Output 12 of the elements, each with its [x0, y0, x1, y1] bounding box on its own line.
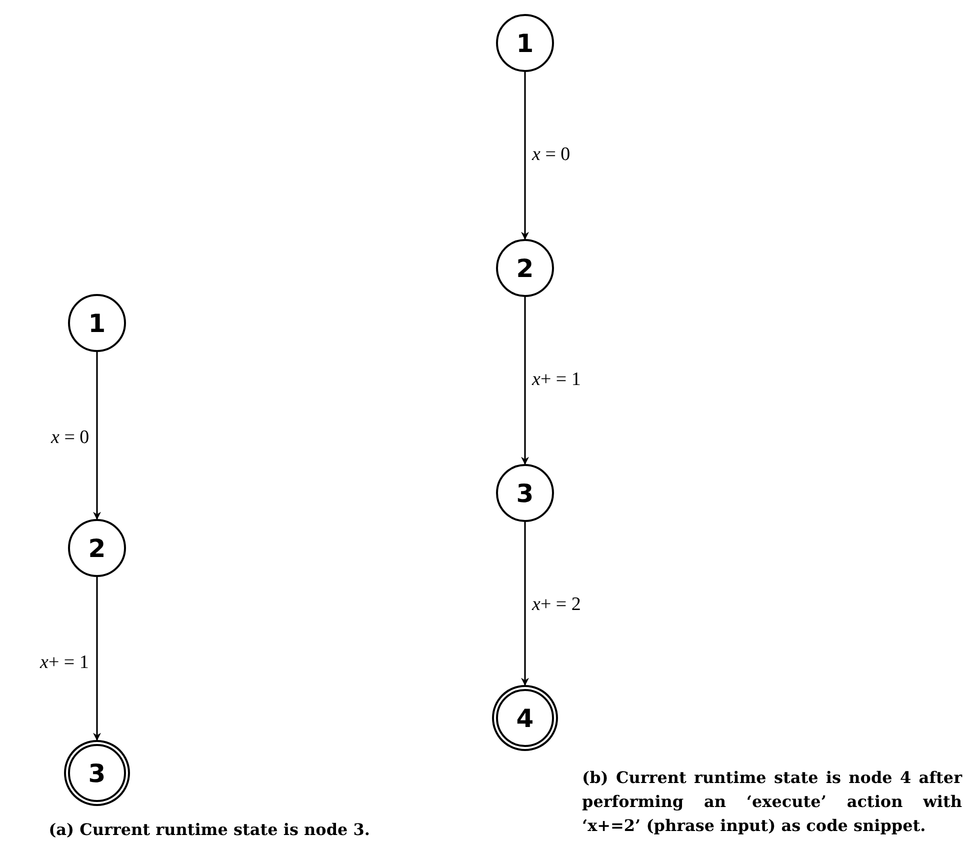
arrow	[93, 352, 101, 520]
state-circle: 2	[68, 519, 126, 577]
state-circle: 1	[496, 14, 554, 72]
state-circle: 3	[496, 464, 554, 522]
state-circle: 2	[496, 239, 554, 297]
state-circle: 1	[68, 294, 126, 352]
figure-caption: (a) Current runtime state is node 3.	[48, 819, 370, 841]
arrow	[521, 522, 529, 686]
figure-caption: (b) Current runtime state is node 4 after performing an ‘execute’ action with ‘x+=2’ (phrase input) as code snippet.	[582, 767, 962, 837]
arrow	[93, 577, 101, 741]
arrow	[521, 297, 529, 465]
arrow	[521, 72, 529, 240]
